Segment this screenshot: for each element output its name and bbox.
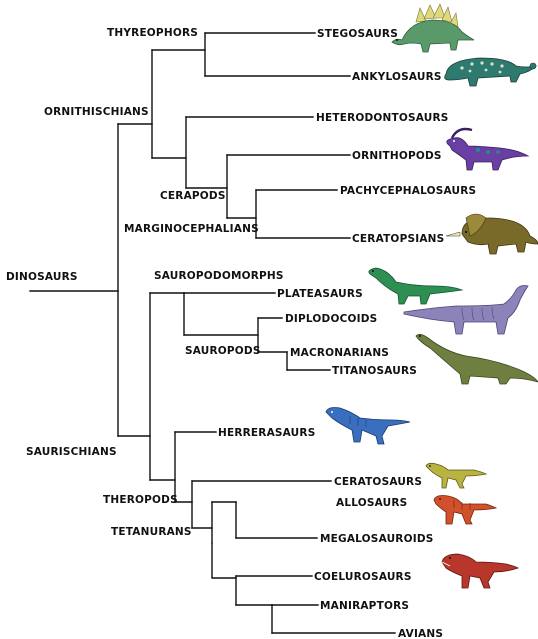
leaf-label-maniraptors: MANIRAPTORS	[320, 600, 409, 612]
leaf-label-plateasaurs: PLATEASAURS	[277, 288, 363, 300]
clade-label-sauropodomorphs: SAUROPODOMORPHS	[154, 270, 284, 282]
ceratopsian-icon	[446, 214, 538, 254]
leaf-label-megalosauroids: MEGALOSAUROIDS	[320, 533, 434, 545]
leaf-label-allosaurs: ALLOSAURS	[336, 497, 407, 509]
leaf-label-ankylosaurs: ANKYLOSAURS	[352, 71, 442, 83]
leaf-label-diplodocoids: DIPLODOCOIDS	[285, 313, 377, 325]
leaf-label-titanosaurs: TITANOSAURS	[332, 365, 417, 377]
ankylosaur-icon	[445, 58, 536, 86]
leaf-label-macronarians: MACRONARIANS	[290, 347, 389, 359]
clade-label-tetanurans: TETANURANS	[111, 526, 192, 538]
clade-label-cerapods: CERAPODS	[160, 190, 226, 202]
titanosaur-icon	[416, 334, 538, 384]
stegosaur-icon	[392, 4, 474, 52]
clade-label-thyreophors: THYREOPHORS	[107, 27, 198, 39]
clade-label-marginocephalians: MARGINOCEPHALIANS	[124, 223, 259, 235]
coelurosaur-icon	[442, 554, 518, 588]
leaf-label-ceratosaurs: CERATOSAURS	[334, 476, 422, 488]
leaf-label-pachycephalosaurs: PACHYCEPHALOSAURS	[340, 185, 476, 197]
terminal-labels: STEGOSAURS ANKYLOSAURS HETERODONTOSAURS …	[218, 28, 476, 639]
ceratosaur-icon	[426, 463, 486, 488]
leaf-label-herrerasaurs: HERRERASAURS	[218, 427, 315, 439]
clade-label-sauropods: SAUROPODS	[185, 345, 261, 357]
clade-label-dinosaurs: DINOSAURS	[6, 271, 78, 283]
herrerasaur-icon	[326, 408, 410, 445]
clade-labels: DINOSAURS ORNITHISCHIANS THYREOPHORS CER…	[6, 27, 284, 538]
leaf-label-avians: AVIANS	[398, 628, 443, 639]
clade-label-theropods: THEROPODS	[103, 494, 178, 506]
allosaur-icon	[434, 496, 496, 525]
clade-label-saurischians: SAURISCHIANS	[26, 446, 117, 458]
ornithopod-icon	[447, 129, 528, 170]
leaf-label-ornithopods: ORNITHOPODS	[352, 150, 442, 162]
leaf-label-stegosaurs: STEGOSAURS	[317, 28, 398, 40]
edge-coelurosaurs-stem	[212, 543, 236, 578]
leaf-label-heterodontosaurs: HETERODONTOSAURS	[316, 112, 449, 124]
leaf-label-coelurosaurs: COELUROSAURS	[314, 571, 412, 583]
leaf-label-ceratopsians: CERATOPSIANS	[352, 233, 444, 245]
clade-label-ornithischians: ORNITHISCHIANS	[44, 106, 149, 118]
plateasaur-icon	[369, 268, 462, 304]
